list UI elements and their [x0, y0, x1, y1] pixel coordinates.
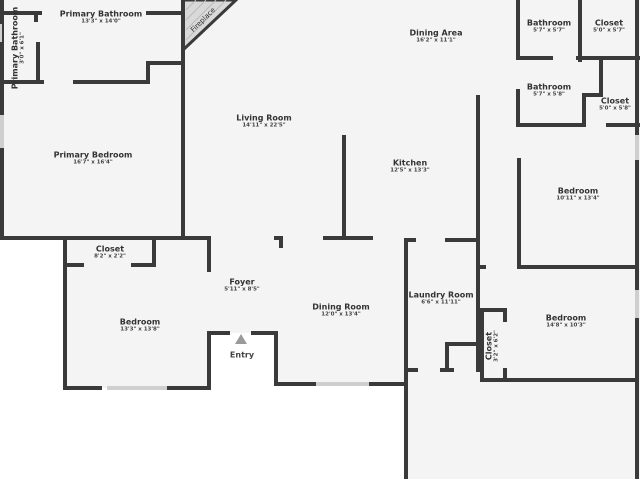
room-dims: 13'3" x 14'0" — [81, 18, 121, 25]
room-name: Bedroom — [119, 317, 161, 327]
windows — [0, 24, 639, 390]
room-name: Closet — [95, 244, 125, 254]
room-dims: 16'2" x 11'1" — [416, 37, 456, 44]
room-label-bathroom-1: Bathroom 5'7" x 5'7" — [527, 18, 571, 34]
room-dims: 3'0" x 6'1" — [19, 32, 26, 64]
room-name: Bathroom — [526, 82, 572, 92]
room-label-living-room: Living Room 14'11" x 22'5" — [236, 113, 292, 129]
room-name: Primary Bathroom — [10, 6, 20, 90]
room-label-bedroom-1: Bedroom 10'11" x 13'4" — [556, 186, 599, 202]
room-dims: 12'0" x 13'4" — [321, 311, 361, 318]
room-label-primary-bathroom-small: Primary Bathroom 3'0" x 6'1" — [10, 7, 26, 90]
room-dims: 13'3" x 13'8" — [120, 326, 160, 333]
room-name: Living Room — [236, 113, 292, 123]
room-name: Primary Bathroom — [59, 9, 143, 19]
room-dims: 3'2" x 6'2" — [493, 330, 500, 362]
room-dims: 14'11" x 22'5" — [242, 122, 286, 129]
room-label-primary-bedroom: Primary Bedroom 16'7" x 16'4" — [54, 150, 133, 166]
room-name: Bedroom — [545, 313, 587, 323]
room-name: Foyer — [229, 277, 255, 287]
room-dims: 5'0" x 5'8" — [599, 105, 631, 112]
room-label-laundry-room: Laundry Room 6'6" x 11'11" — [408, 290, 473, 306]
room-name: Primary Bedroom — [53, 150, 133, 160]
room-dims: 6'6" x 11'11" — [421, 299, 461, 306]
room-dims: 5'7" x 5'7" — [533, 27, 565, 34]
room-label-kitchen: Kitchen 12'5" x 13'3" — [390, 158, 429, 174]
room-label-bedroom-2: Bedroom 13'3" x 13'8" — [120, 317, 161, 333]
room-name: Closet — [594, 18, 624, 28]
room-name: Dining Room — [312, 302, 370, 312]
room-name: Closet — [484, 331, 494, 361]
room-name: Laundry Room — [408, 290, 474, 300]
room-name: Closet — [600, 96, 630, 106]
room-label-closet-4: Closet 3'2" x 6'2" — [484, 330, 500, 362]
room-label-closet-2: Closet 5'0" x 5'8" — [599, 96, 631, 112]
room-name: Dining Area — [409, 28, 463, 38]
room-name: Bathroom — [526, 18, 572, 28]
entry-label: Entry — [229, 350, 255, 360]
room-name: Bedroom — [557, 186, 599, 196]
room-dims: 12'5" x 13'3" — [390, 167, 430, 174]
room-dims: 5'11" x 8'5" — [224, 286, 260, 293]
room-label-closet-1: Closet 5'0" x 5'7" — [593, 18, 625, 34]
room-dims: 10'11" x 13'4" — [556, 195, 600, 202]
room-dims: 5'7" x 5'8" — [533, 91, 565, 98]
room-dims: 5'0" x 5'7" — [593, 27, 625, 34]
room-label-bathroom-2: Bathroom 5'7" x 5'8" — [527, 82, 571, 98]
room-label-dining-room: Dining Room 12'0" x 13'4" — [312, 302, 370, 318]
room-label-foyer: Foyer 5'11" x 8'5" — [224, 277, 260, 293]
room-label-dining-area: Dining Area 16'2" x 11'1" — [410, 28, 463, 44]
room-label-primary-bathroom: Primary Bathroom 13'3" x 14'0" — [60, 9, 143, 25]
entry-arrow-icon — [235, 334, 247, 344]
room-dims: 16'7" x 16'4" — [73, 159, 113, 166]
room-dims: 8'2" x 2'2" — [94, 253, 126, 260]
room-dims: 14'8" x 10'3" — [546, 322, 586, 329]
room-label-bedroom-3: Bedroom 14'8" x 10'3" — [546, 313, 587, 329]
room-label-closet-3: Closet 8'2" x 2'2" — [94, 244, 126, 260]
room-name: Kitchen — [392, 158, 428, 168]
